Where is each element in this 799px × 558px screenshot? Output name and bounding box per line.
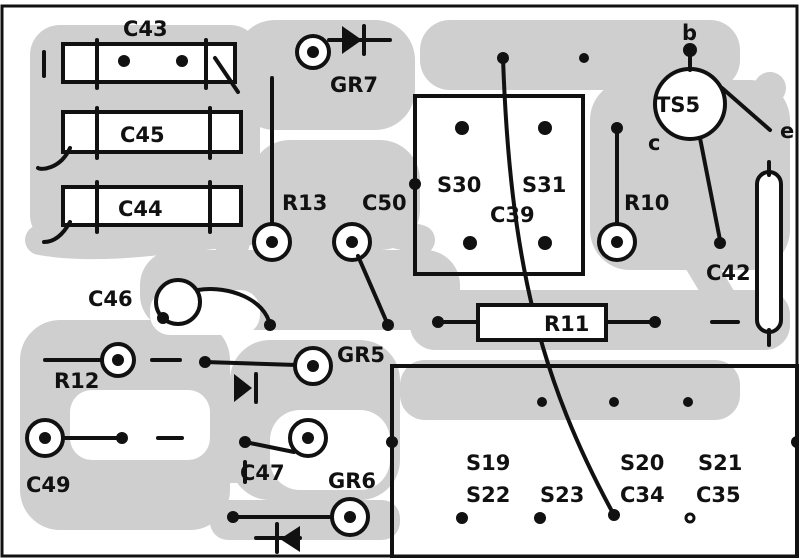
label-gr6: GR6 [328,469,376,493]
label-r12: R12 [54,369,99,393]
label-c49: C49 [26,473,71,497]
label-ts5: TS5 [656,93,700,117]
label-s23: S23 [540,483,584,507]
diode-gr5 [199,346,333,404]
label-s31: S31 [522,173,566,197]
relay-s30-s31-c39 [409,94,585,276]
label-c34: C34 [620,483,665,507]
label-gr5: GR5 [337,343,385,367]
label-c50: C50 [362,191,407,215]
label-c43: C43 [123,17,168,41]
transistor-ts5 [653,43,772,249]
capacitor-c43 [42,38,240,94]
switch-block-s19-s23 [386,364,799,558]
capacitor-c49 [25,418,184,458]
resistor-r12 [43,342,182,378]
diode-gr6 [227,497,370,554]
label-r11: R11 [544,312,589,336]
resistor-r10 [597,122,637,262]
label-c46: C46 [88,287,133,311]
resistor-r13 [252,76,292,262]
diode-gr7 [295,24,392,70]
label-gr7: GR7 [330,73,378,97]
label-c47: C47 [240,461,285,485]
label-c42: C42 [706,261,751,285]
capacitor-c50 [332,222,394,331]
label-c45: C45 [120,123,165,147]
label-s19: S19 [466,451,510,475]
label-c35: C35 [696,483,741,507]
capacitor-c42 [755,160,783,347]
component-labels: C43 C45 C44 GR7 TS5 b c e S30 S31 C39 R1… [26,17,794,507]
label-c: c [648,131,660,155]
label-s30: S30 [437,173,481,197]
capacitor-c44 [42,180,243,244]
label-e: e [780,119,794,143]
label-s22: S22 [466,483,510,507]
label-b: b [682,21,697,45]
capacitor-c45 [36,106,243,171]
label-c39: C39 [490,203,535,227]
label-s21: S21 [698,451,742,475]
label-r10: R10 [624,191,669,215]
label-s20: S20 [620,451,664,475]
label-c44: C44 [118,197,163,221]
capacitor-c47 [239,418,328,484]
resistor-r11 [432,303,740,342]
label-r13: R13 [282,191,327,215]
capacitor-c46 [154,278,276,331]
